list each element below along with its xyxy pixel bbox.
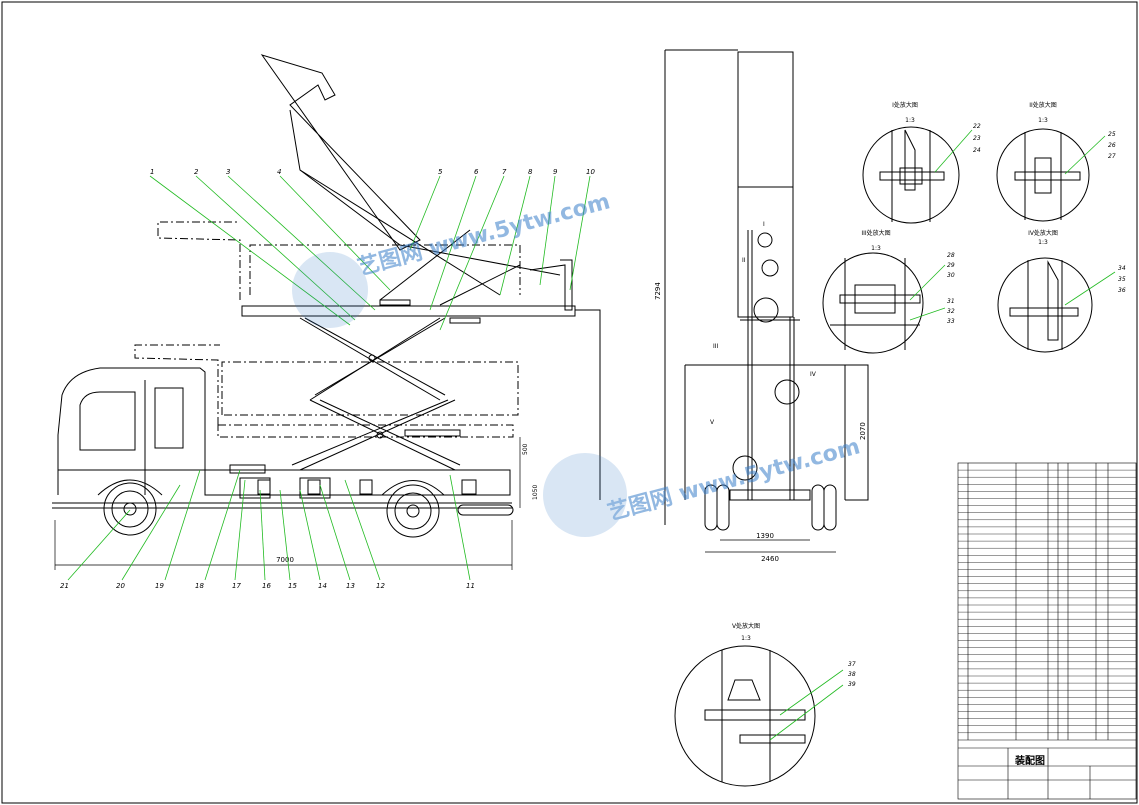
detail-I-scale: 1:3 <box>905 117 915 124</box>
detail-IV <box>997 257 1093 353</box>
balloon-6: 6 <box>474 168 479 176</box>
ref-28: 28 <box>947 252 955 259</box>
dim-length: 7000 <box>276 556 294 564</box>
front-detail-refs: I II III IV V <box>710 221 817 426</box>
dim-width: 2460 <box>761 555 779 563</box>
detail-III-refs: 28 29 30 31 32 33 <box>947 252 955 325</box>
balloon-8: 8 <box>528 168 533 176</box>
ref-38: 38 <box>848 671 856 678</box>
dim-track: 1390 <box>756 532 774 540</box>
ref-32: 32 <box>947 308 955 315</box>
ref-III: III <box>713 343 719 350</box>
detail-V-title: V处放大图 <box>732 622 760 630</box>
title-block: 装配图 <box>1014 754 1045 767</box>
ref-V: V <box>710 419 715 426</box>
detail-V-scale: 1:3 <box>741 635 751 642</box>
ref-39: 39 <box>848 681 856 688</box>
ref-35: 35 <box>1118 276 1126 283</box>
ref-36: 36 <box>1118 287 1126 294</box>
detail-III-scale: 1:3 <box>871 245 881 252</box>
detail-III <box>822 252 924 354</box>
detail-III-title: III处放大图 <box>861 229 890 237</box>
ref-IV: IV <box>810 371 817 378</box>
balloon-11: 11 <box>466 582 475 590</box>
ref-27: 27 <box>1108 153 1116 160</box>
balloon-20: 20 <box>116 582 125 590</box>
detail-I-refs: 22 23 24 <box>973 123 981 154</box>
ref-31: 31 <box>947 298 955 305</box>
ref-26: 26 <box>1108 142 1116 149</box>
parts-list-table <box>957 462 1137 800</box>
detail-II-refs: 25 26 27 <box>1108 131 1116 160</box>
ref-25: 25 <box>1108 131 1116 138</box>
detail-II-title: II处放大图 <box>1029 101 1057 109</box>
balloon-18: 18 <box>195 582 204 590</box>
ref-I: I <box>763 221 765 228</box>
truck-side-view <box>52 54 601 538</box>
detail-IV-title: IV处放大图 <box>1028 229 1058 237</box>
ref-33: 33 <box>947 318 955 325</box>
balloon-12: 12 <box>376 582 385 590</box>
front-view <box>664 49 869 531</box>
balloon-9: 9 <box>553 168 558 176</box>
balloon-16: 16 <box>262 582 271 590</box>
detail-II-scale: 1:3 <box>1038 117 1048 124</box>
balloon-14: 14 <box>318 582 327 590</box>
ref-34: 34 <box>1118 265 1126 272</box>
balloon-21: 21 <box>60 582 69 590</box>
watermark-2: 艺图网 www.5ytw.com <box>543 433 863 537</box>
detail-V-refs: 37 38 39 <box>848 661 856 688</box>
front-view-dimensions <box>705 539 836 553</box>
balloon-17: 17 <box>232 582 241 590</box>
ref-23: 23 <box>973 135 981 142</box>
drawing-title: 装配图 <box>1014 754 1045 767</box>
dim-height: 1050 <box>532 485 539 500</box>
balloon-19: 19 <box>155 582 164 590</box>
balloon-5: 5 <box>438 168 443 176</box>
detail-I <box>862 126 960 224</box>
leader-lines <box>67 175 591 581</box>
dim-lift: 500 <box>522 443 529 455</box>
balloon-labels: 1 2 3 4 5 6 7 8 9 10 11 12 13 14 15 16 1… <box>60 168 595 590</box>
detail-II <box>996 128 1090 222</box>
detail-V <box>674 645 816 787</box>
detail-IV-scale: 1:3 <box>1038 239 1048 246</box>
detail-I-title: I处放大图 <box>892 101 918 109</box>
balloon-2: 2 <box>194 168 199 176</box>
balloon-7: 7 <box>502 168 507 176</box>
ref-30: 30 <box>947 272 955 279</box>
parts-list-rows <box>958 469 1136 733</box>
balloon-15: 15 <box>288 582 297 590</box>
ref-24: 24 <box>973 147 981 154</box>
balloon-4: 4 <box>277 168 281 176</box>
ref-29: 29 <box>947 262 955 269</box>
detail-IV-refs: 34 35 36 <box>1118 265 1126 294</box>
balloon-3: 3 <box>226 168 230 176</box>
dim-total-height: 7294 <box>654 282 662 300</box>
ref-37: 37 <box>848 661 856 668</box>
ref-22: 22 <box>973 123 981 130</box>
balloon-13: 13 <box>346 582 355 590</box>
dim-side-height: 2070 <box>859 422 867 440</box>
balloon-1: 1 <box>150 168 154 176</box>
balloon-10: 10 <box>586 168 595 176</box>
ref-II: II <box>742 257 746 264</box>
